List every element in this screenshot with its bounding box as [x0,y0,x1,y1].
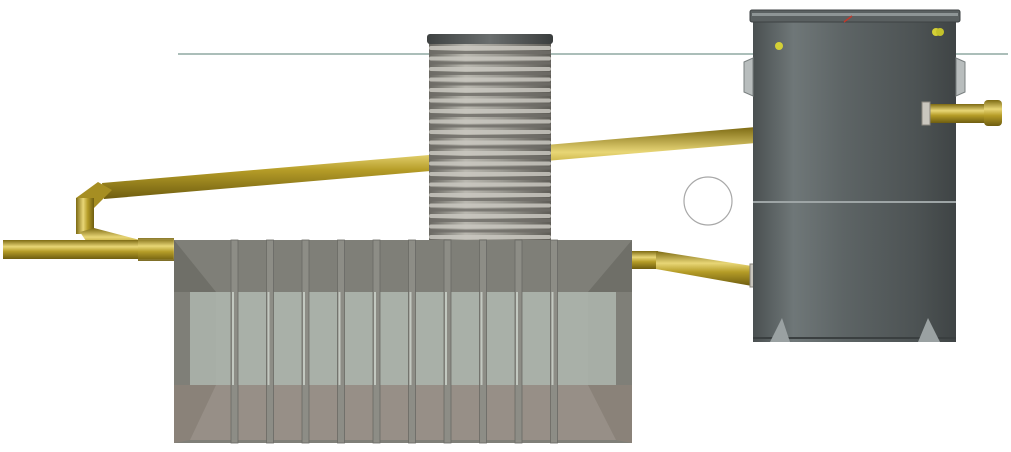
riser-ring-shadow [429,82,551,86]
riser-ring-shadow [429,72,551,75]
riser-ring-shadow [429,208,551,212]
riser-ring [429,214,551,218]
tank-rib-highlight [338,292,341,385]
riser-ring [429,161,551,166]
ribbed-tank-chamber [174,239,632,444]
outlet-pipe [921,100,1002,126]
tank-rib-highlight [267,292,270,385]
riser-ring [429,67,551,71]
riser-ring [429,151,551,155]
tank-rib [266,239,274,444]
riser-ring [429,193,551,197]
inspection-opening [683,176,733,226]
tank-rib [301,239,310,444]
riser-ring-shadow [429,51,551,54]
riser-ring [429,77,551,82]
tank-rib [514,239,523,444]
bypass-pipe [76,127,756,254]
riser-ring-shadow [429,219,551,222]
riser-ring-shadow [429,145,551,149]
tank-ribs [230,239,558,444]
riser-ring [429,88,551,92]
riser-cap [427,34,553,44]
riser-ring-shadow [429,156,551,159]
tank-rib-highlight [232,292,234,385]
riser-ring-shadow [429,124,551,128]
tank-rib [479,239,487,444]
riser-ring-shadow [429,166,551,170]
inlet-pipe [3,238,174,261]
riser-ring [429,182,551,187]
corrugated-riser-shaft [427,34,553,258]
vessel-bracket-left [743,57,754,97]
riser-ring [429,235,551,239]
tank-rib [372,239,381,444]
riser-ring [429,140,551,145]
tank-rib [443,239,452,444]
riser-ring [429,203,551,208]
riser-ring-shadow [429,187,551,191]
riser-ring [429,130,551,134]
riser-ribs [429,46,551,243]
tank-rib-highlight [480,292,483,385]
riser-ring-shadow [429,229,551,233]
tank-rib-highlight [374,292,376,385]
riser-ring [429,172,551,176]
tank-rib-highlight [516,292,518,385]
riser-ring-shadow [429,177,551,180]
riser-ring [429,109,551,113]
riser-ring-shadow [429,135,551,138]
tank-rib [408,239,416,444]
riser-ring [429,119,551,124]
riser-ring-shadow [429,103,551,107]
tank-rib [550,239,558,444]
riser-ring [429,46,551,50]
riser-ring-shadow [429,198,551,201]
riser-ring [429,56,551,61]
riser-ring [429,98,551,103]
riser-ring [429,224,551,229]
vessel-bracket-right [955,57,966,97]
tank-rib-highlight [551,292,554,385]
tank-rib [230,239,239,444]
riser-ring-shadow [429,93,551,96]
pump-vessel [743,9,966,342]
tank-rib [337,239,345,444]
tank-rib-highlight [303,292,305,385]
overflow-pipe [628,251,759,288]
riser-ring-shadow [429,114,551,117]
tank-rib-highlight [409,292,412,385]
tank-rib-highlight [445,292,447,385]
riser-ring-shadow [429,61,551,65]
